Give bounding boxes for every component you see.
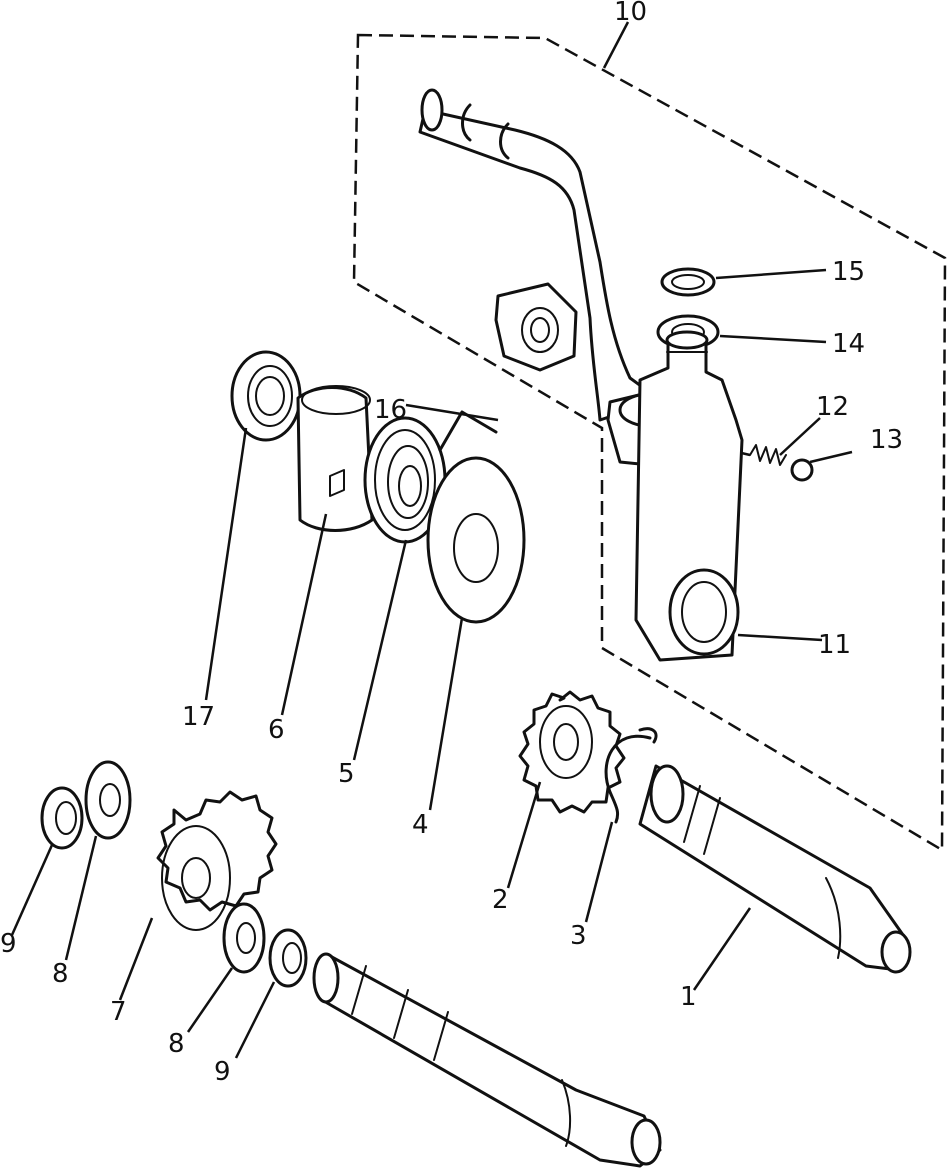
circlip-15 — [660, 267, 716, 297]
callout-1: 1 — [680, 982, 697, 1012]
leader-15 — [715, 268, 827, 280]
callout-8-left: 8 — [52, 959, 69, 989]
callout-4: 4 — [412, 810, 429, 840]
callout-17: 17 — [182, 702, 215, 732]
kick-axle-1 — [638, 764, 912, 974]
callout-12: 12 — [816, 392, 849, 422]
leader-3 — [584, 821, 614, 923]
gear-7 — [156, 790, 278, 931]
spring-12 — [749, 444, 787, 466]
circlip-3 — [604, 727, 658, 824]
leader-14 — [719, 334, 827, 344]
callout-16: 16 — [374, 395, 407, 425]
leader-2 — [506, 781, 542, 889]
leader-7 — [118, 917, 154, 1001]
washer-8-left — [84, 760, 132, 840]
callout-9-left: 9 — [0, 929, 17, 959]
leader-9-right — [234, 981, 276, 1059]
leader-8-left — [64, 835, 98, 961]
circlip-9-left — [40, 786, 84, 850]
ball-13 — [790, 458, 814, 482]
leader-1 — [692, 907, 752, 991]
callout-10: 10 — [614, 0, 647, 27]
callout-6: 6 — [268, 715, 285, 745]
washer-4 — [426, 456, 526, 624]
leader-5 — [352, 539, 408, 761]
callout-14: 14 — [832, 329, 865, 359]
callout-5: 5 — [338, 759, 355, 789]
callout-9-right: 9 — [214, 1057, 231, 1087]
torsion-spring-5 — [363, 410, 498, 544]
callout-11: 11 — [818, 630, 851, 660]
kick-boss-11 — [634, 330, 744, 662]
leader-8-right — [186, 967, 234, 1033]
callout-13: 13 — [870, 425, 903, 455]
bushing-6 — [296, 385, 374, 532]
kick-gear-2 — [518, 690, 626, 814]
circlip-9-right — [268, 928, 308, 988]
callout-15: 15 — [832, 257, 865, 287]
leader-12b — [779, 417, 821, 456]
washer-8-right — [222, 902, 266, 974]
leader-4 — [428, 617, 464, 811]
nut-16 — [494, 282, 578, 372]
leader-11 — [737, 633, 823, 642]
main-shaft — [312, 952, 662, 1168]
leader-6 — [280, 513, 328, 716]
callout-8-right: 8 — [168, 1029, 185, 1059]
callout-7: 7 — [110, 997, 127, 1027]
leader-13 — [809, 450, 853, 464]
leader-16 — [405, 403, 499, 422]
callout-3: 3 — [570, 921, 587, 951]
leader-17 — [204, 427, 248, 701]
assembly-boundary-dashed — [352, 33, 947, 853]
callout-2: 2 — [492, 885, 509, 915]
leader-9-left — [10, 844, 54, 936]
bearing-17 — [230, 350, 302, 442]
leader-10 — [602, 21, 630, 69]
